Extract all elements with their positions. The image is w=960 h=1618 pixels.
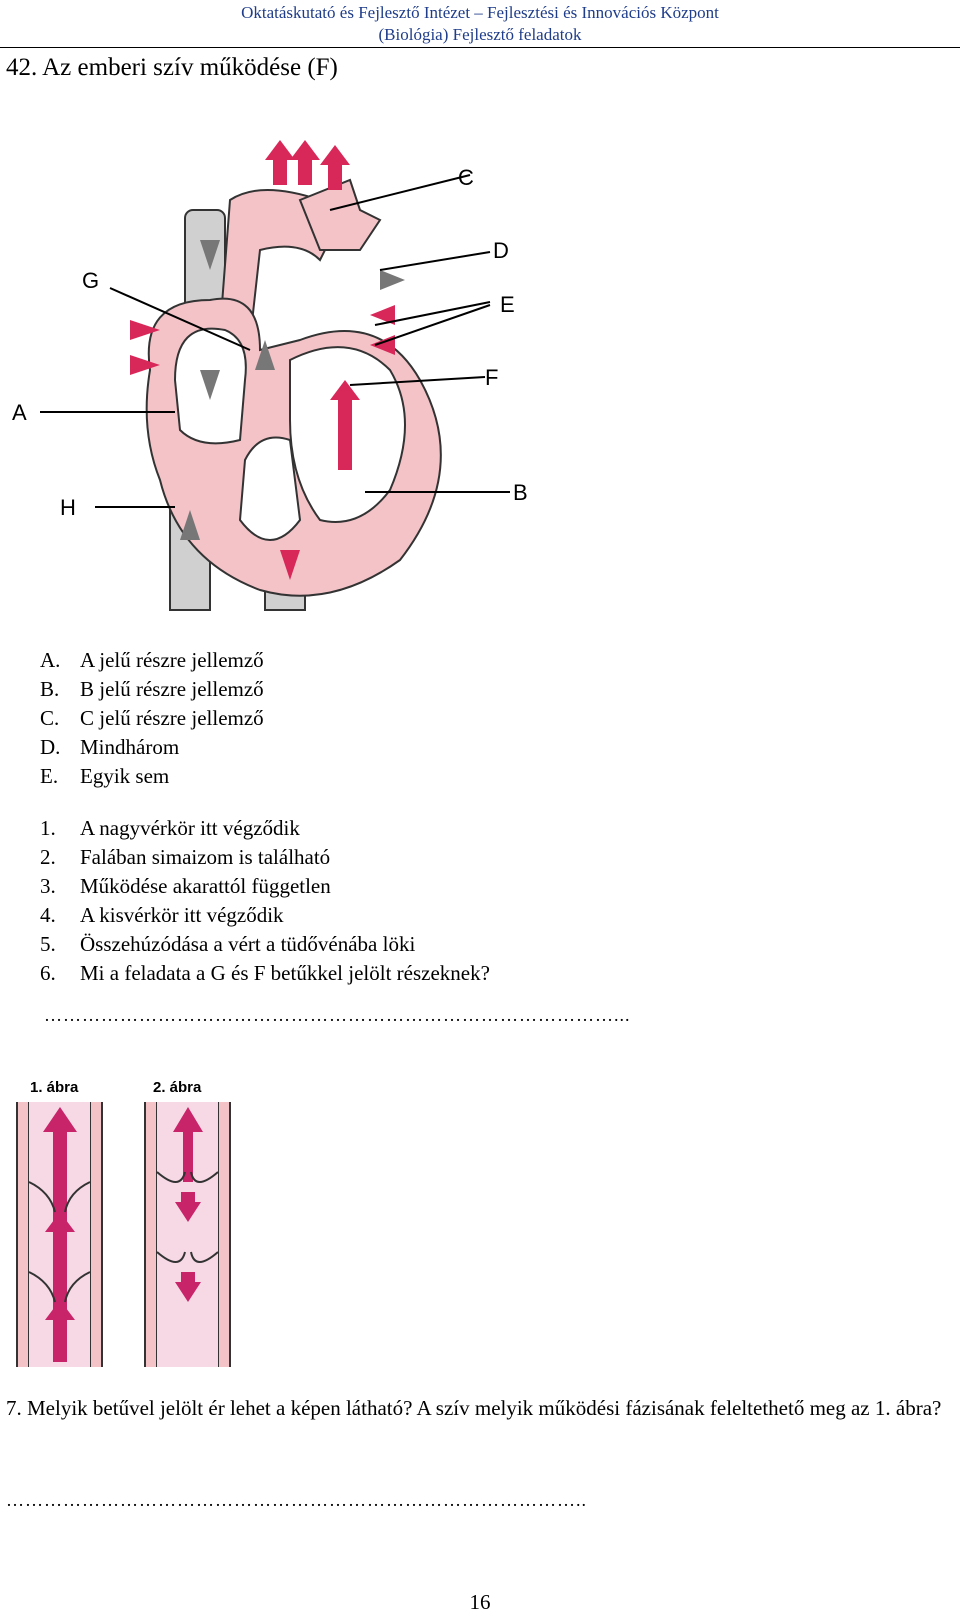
label-texts: A B C D E F G H	[12, 165, 528, 520]
header-institute: Oktatáskutató és Fejlesztő Intézet – Fej…	[241, 3, 719, 22]
statement-item: 6.Mi a feladata a G és F betűkkel jelölt…	[40, 961, 490, 985]
option-item: B.B jelű részre jellemző	[40, 677, 264, 701]
label-c: C	[458, 165, 474, 190]
label-b: B	[513, 480, 528, 505]
statement-item: 2.Falában simaizom is található	[40, 845, 331, 869]
statement-item: 5.Összehúzódása a vért a tüdővénába löki	[40, 932, 416, 956]
label-d: D	[493, 238, 509, 263]
heart-diagram: A B C D E F G H	[12, 140, 528, 611]
answer-line-2: ………………………………………………………………………………..	[6, 1490, 587, 1510]
label-h: H	[60, 495, 76, 520]
label-pointers	[40, 174, 510, 508]
statement-list: 1.A nagyvérkör itt végződik 2.Falában si…	[40, 814, 490, 988]
label-f: F	[485, 365, 498, 390]
figure-2	[144, 1102, 231, 1367]
label-a: A	[12, 400, 27, 425]
figure-1-label: 1. ábra	[30, 1079, 79, 1096]
label-e: E	[500, 292, 515, 317]
option-item: C.C jelű részre jellemző	[40, 706, 264, 730]
answer-options: A.A jelű részre jellemző B.B jelű részre…	[40, 646, 264, 791]
figure-1	[16, 1102, 103, 1367]
answer-line-1: ………………………………………………………………………………...	[44, 1005, 631, 1025]
vein-valve-figures: 1. ábra 2. ábra	[16, 1079, 231, 1367]
grey-arrows	[180, 240, 405, 540]
flow-arrows	[130, 140, 395, 580]
page-number: 16	[469, 1590, 491, 1614]
statement-item: 3.Működése akarattól független	[40, 874, 331, 898]
label-g: G	[82, 268, 99, 293]
option-item: A.A jelű részre jellemző	[40, 648, 264, 672]
statement-item: 4.A kisvérkör itt végződik	[40, 903, 284, 927]
page-title: 42. Az emberi szív működése (F)	[6, 54, 338, 81]
figure-2-label: 2. ábra	[153, 1079, 202, 1096]
question-7: 7. Melyik betűvel jelölt ér lehet a képe…	[6, 1396, 942, 1420]
statement-item: 1.A nagyvérkör itt végződik	[40, 816, 300, 840]
header-subtitle: (Biológia) Fejlesztő feladatok	[378, 25, 582, 44]
option-item: E.Egyik sem	[40, 764, 170, 788]
option-item: D.Mindhárom	[40, 735, 180, 759]
header-divider	[0, 47, 960, 48]
heart-body	[145, 297, 442, 597]
